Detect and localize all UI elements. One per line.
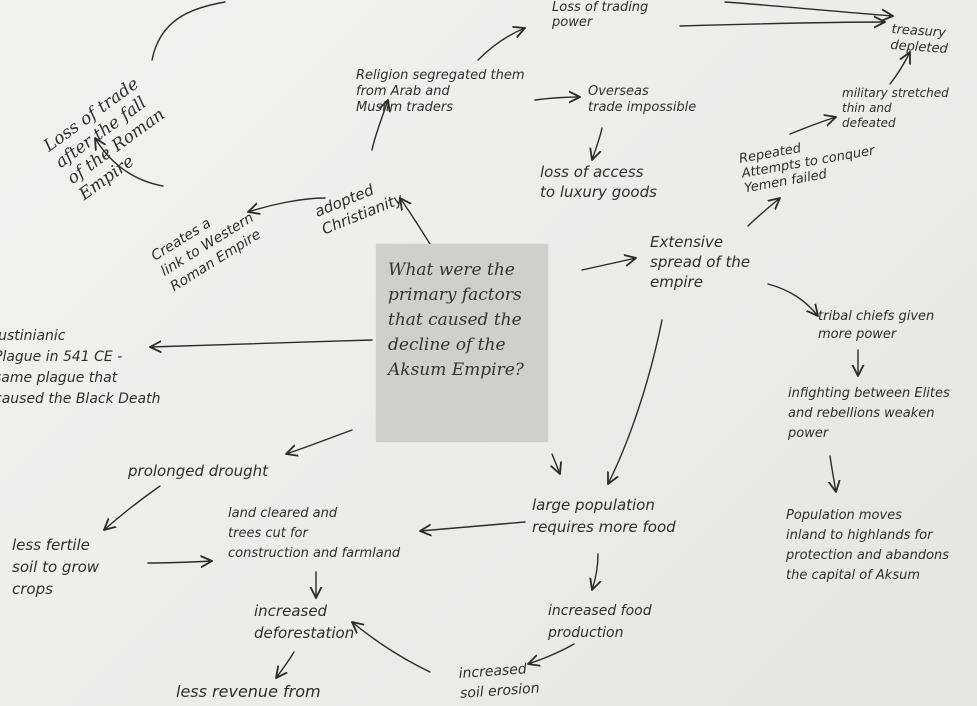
node-increased-soil-erosion: increased soil erosion bbox=[458, 661, 541, 702]
arrow-question-to-large-pop bbox=[552, 453, 560, 474]
arrow-question-to-christianity bbox=[400, 198, 431, 245]
arrow-question-to-drought bbox=[286, 429, 353, 454]
arrow-question-to-extensive bbox=[581, 258, 636, 271]
node-land-cleared: land cleared and trees cut for construct… bbox=[228, 506, 401, 561]
node-justinianic-plague: Justinianic Plague in 541 CE - same plag… bbox=[0, 328, 161, 407]
node-military-stretched: military stretched thin and defeated bbox=[842, 86, 949, 130]
arrow-military-to-treasury bbox=[889, 52, 910, 85]
node-population-moves: Population moves inland to highlands for… bbox=[786, 508, 950, 583]
arrow-erosion-to-deforestation bbox=[352, 622, 431, 673]
arrow-large-pop-to-land bbox=[420, 521, 526, 531]
arrow-extensive-to-repeated bbox=[747, 198, 780, 227]
arrow-christianity-to-religion bbox=[371, 100, 388, 151]
arrow-question-to-plague bbox=[150, 339, 373, 347]
node-overseas-trade: Overseas trade impossible bbox=[588, 84, 697, 115]
node-loss-trading-power: Loss of trading power bbox=[552, 0, 649, 30]
node-tribal-chiefs: tribal chiefs given more power bbox=[818, 309, 935, 342]
node-large-population: large population requires more food bbox=[532, 496, 676, 536]
arrow-religion-to-loss-trading bbox=[477, 28, 525, 61]
node-treasury-depleted: treasury depleted bbox=[889, 22, 949, 57]
node-extensive-spread: Extensive spread of the empire bbox=[650, 233, 751, 291]
node-less-fertile: less fertile soil to grow crops bbox=[12, 536, 100, 598]
node-prolonged-drought: prolonged drought bbox=[128, 462, 269, 480]
arrow-loss-trading-to-treasury bbox=[679, 22, 885, 26]
node-religion-segregated: Religion segregated them from Arab and M… bbox=[356, 68, 525, 115]
arrow-repeated-to-military bbox=[789, 117, 836, 135]
node-increased-food: increased food production bbox=[548, 603, 652, 641]
sticky-note bbox=[376, 244, 548, 442]
arrow-drought-to-less-fertile bbox=[104, 485, 161, 530]
arrow-top-curve bbox=[151, 1, 226, 61]
arrow-deforestation-to-revenue bbox=[276, 651, 295, 678]
arrow-food-to-erosion bbox=[528, 643, 575, 664]
arrow-overseas-to-luxury bbox=[592, 127, 603, 160]
arrow-infighting-to-population bbox=[830, 455, 836, 492]
node-increased-deforestation: increased deforestation bbox=[254, 602, 355, 642]
arrow-extensive-to-large-pop bbox=[608, 319, 663, 484]
arrow-religion-to-overseas bbox=[534, 97, 580, 100]
arrow-top-to-treasury bbox=[724, 1, 893, 16]
node-less-revenue: less revenue from bbox=[176, 682, 321, 701]
arrow-less-fertile-to-land bbox=[147, 561, 212, 563]
node-loss-luxury: loss of access to luxury goods bbox=[540, 163, 657, 201]
node-infighting: infighting between Elites and rebellions… bbox=[788, 386, 950, 441]
central-question: What were the primary factors that cause… bbox=[388, 260, 524, 380]
arrow-christianity-to-link bbox=[248, 197, 326, 212]
arrow-large-pop-to-food bbox=[592, 553, 598, 590]
arrow-link-to-loss-of-trade bbox=[95, 138, 164, 187]
arrow-extensive-to-tribal bbox=[767, 283, 818, 316]
